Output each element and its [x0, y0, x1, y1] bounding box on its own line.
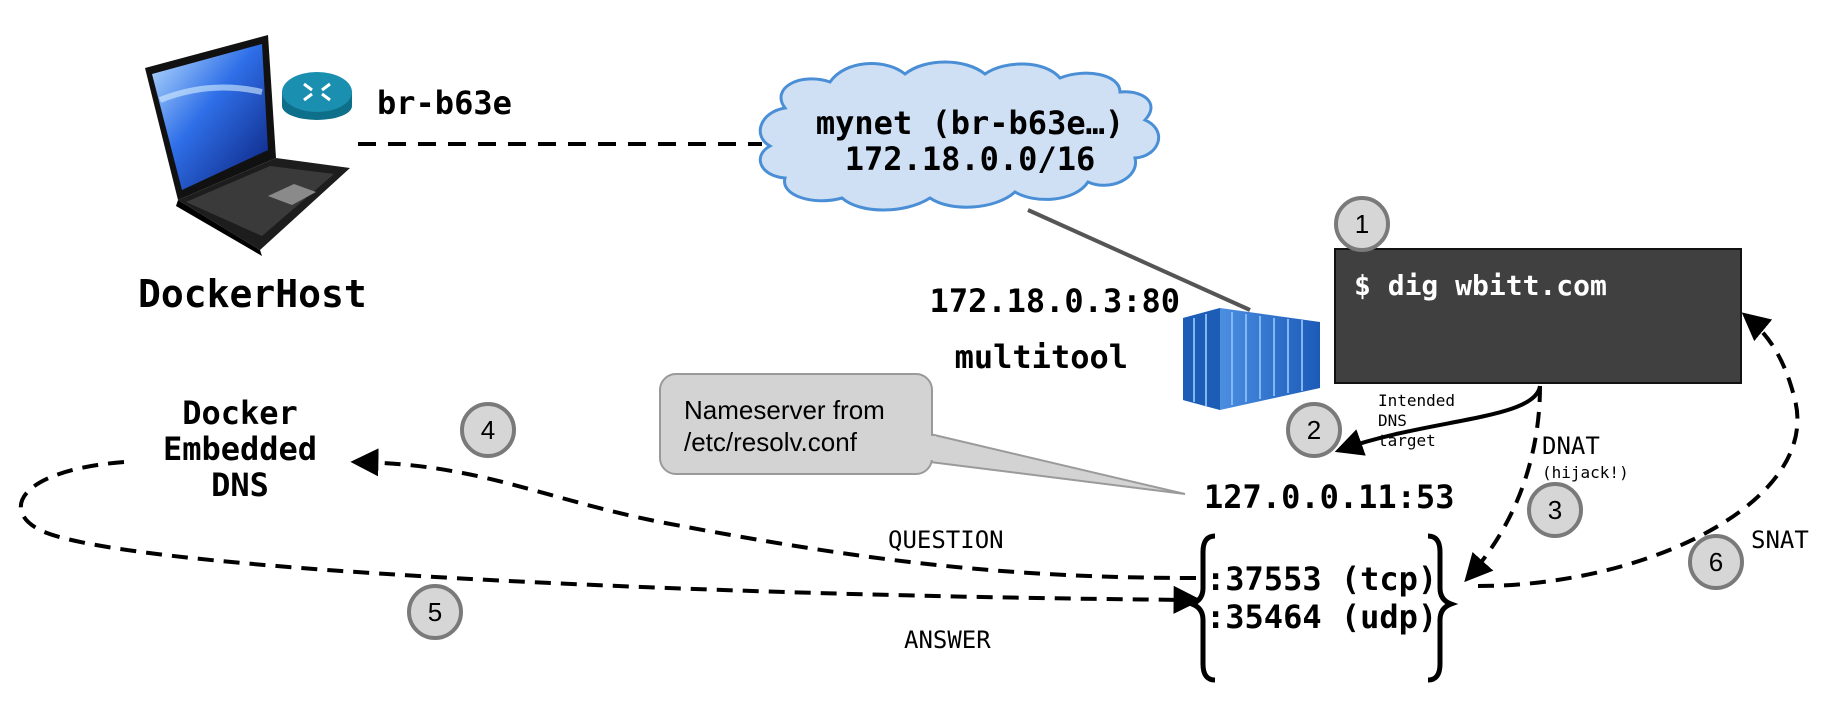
network-subnet: 172.18.0.0/16 — [845, 140, 1095, 178]
hijack-label: (hijack!) — [1542, 463, 1629, 482]
container-name: multitool — [955, 338, 1128, 376]
dnat-arrow — [1464, 385, 1542, 583]
snat-arrow — [1477, 312, 1800, 588]
docker-host-label: DockerHost — [138, 272, 367, 316]
step-badge-5: 5 — [407, 584, 463, 640]
dns-label-line3: DNS — [211, 466, 269, 504]
container-icon — [1183, 308, 1320, 410]
snat-label: SNAT — [1751, 526, 1809, 554]
dns-label-line2: Embedded — [163, 430, 317, 468]
step-number-1: 1 — [1355, 209, 1369, 239]
callout-line1: Nameserver from — [684, 395, 885, 425]
step-badge-1: 1 — [1334, 196, 1390, 252]
step-badge-3: 3 — [1527, 482, 1583, 538]
container-address: 172.18.0.3:80 — [930, 282, 1180, 320]
answer-arrow — [18, 460, 1202, 614]
dnat-label: DNAT — [1542, 432, 1600, 460]
intended-label-2: DNS — [1378, 411, 1407, 430]
callout-line2: /etc/resolv.conf — [684, 427, 858, 457]
intended-label-1: Intended — [1378, 391, 1455, 410]
question-label: QUESTION — [888, 526, 1004, 554]
question-arrow — [350, 448, 1197, 580]
nameserver-callout — [659, 373, 1186, 495]
answer-label: ANSWER — [904, 626, 991, 654]
terminal-window — [1334, 248, 1742, 384]
intended-dns-arrow — [1334, 385, 1542, 456]
network-name: mynet (br-b63e…) — [816, 104, 1124, 142]
step-badge-4: 4 — [460, 402, 516, 458]
laptop-icon — [145, 35, 350, 256]
dns-label-line1: Docker — [182, 394, 298, 432]
step-number-3: 3 — [1548, 495, 1562, 525]
tcp-port: :37553 (tcp) — [1206, 560, 1437, 598]
udp-port: :35464 (udp) — [1206, 598, 1437, 636]
right-brace — [1427, 533, 1459, 683]
terminal-command: $ dig wbitt.com — [1354, 269, 1607, 302]
bridge-label: br-b63e — [377, 84, 512, 122]
step-badge-6: 6 — [1688, 534, 1744, 590]
step-number-2: 2 — [1307, 415, 1321, 445]
resolver-address: 127.0.0.11:53 — [1204, 478, 1454, 516]
router-icon — [282, 72, 352, 120]
network-container-link — [1027, 208, 1251, 312]
step-number-4: 4 — [481, 415, 495, 445]
step-number-5: 5 — [428, 597, 442, 627]
intended-label-3: target — [1378, 431, 1436, 450]
step-badge-2: 2 — [1286, 402, 1342, 458]
step-number-6: 6 — [1709, 547, 1723, 577]
network-cloud — [758, 60, 1161, 212]
